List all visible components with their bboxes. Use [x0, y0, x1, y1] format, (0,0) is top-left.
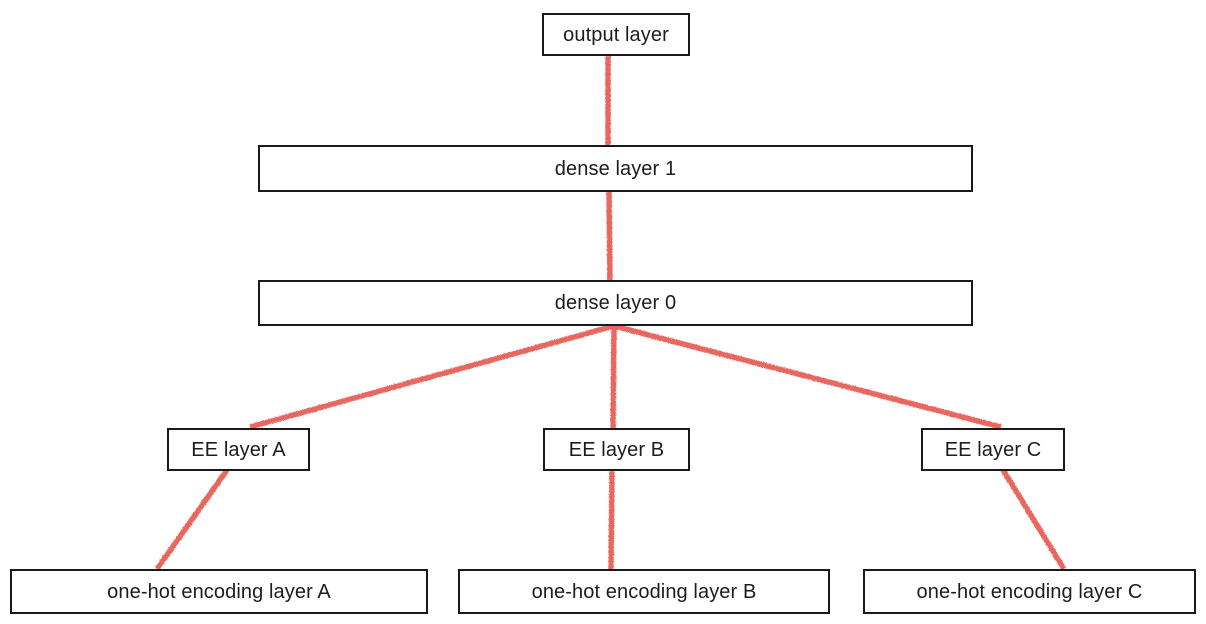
node-dense-layer-1-label: dense layer 1 — [554, 157, 677, 180]
node-onehot-encoding-layer-c-label: one-hot encoding layer C — [916, 580, 1143, 603]
node-ee-layer-c[interactable]: EE layer C — [921, 428, 1065, 471]
node-output-layer[interactable]: output layer — [542, 13, 690, 56]
node-dense-layer-0[interactable]: dense layer 0 — [258, 280, 973, 326]
node-ee-layer-a-label: EE layer A — [191, 438, 286, 461]
node-dense-layer-0-label: dense layer 0 — [554, 292, 677, 314]
node-onehot-encoding-layer-c[interactable]: one-hot encoding layer C — [863, 569, 1196, 614]
edge-eea-to-dense0 — [249, 323, 615, 430]
node-ee-layer-b[interactable]: EE layer B — [543, 428, 690, 471]
edge-eec-to-dense0 — [613, 323, 1002, 430]
edge-onehotb-to-eeb — [608, 470, 615, 570]
node-dense-layer-1[interactable]: dense layer 1 — [258, 145, 973, 192]
node-output-layer-label: output layer — [563, 23, 669, 46]
node-ee-layer-a[interactable]: EE layer A — [167, 428, 310, 471]
edge-onehota-to-eea — [154, 468, 230, 571]
node-ee-layer-b-label: EE layer B — [568, 438, 665, 461]
node-ee-layer-c-label: EE layer C — [944, 438, 1042, 461]
node-onehot-encoding-layer-a-label: one-hot encoding layer A — [107, 580, 331, 603]
edge-eeb-to-dense0 — [610, 325, 617, 429]
node-onehot-encoding-layer-a[interactable]: one-hot encoding layer A — [10, 569, 428, 614]
node-onehot-encoding-layer-b-label: one-hot encoding layer B — [531, 580, 757, 603]
edge-dense0-to-dense1 — [606, 191, 613, 281]
node-onehot-encoding-layer-b[interactable]: one-hot encoding layer B — [458, 569, 830, 614]
edge-onehotc-to-eec — [1000, 468, 1067, 571]
